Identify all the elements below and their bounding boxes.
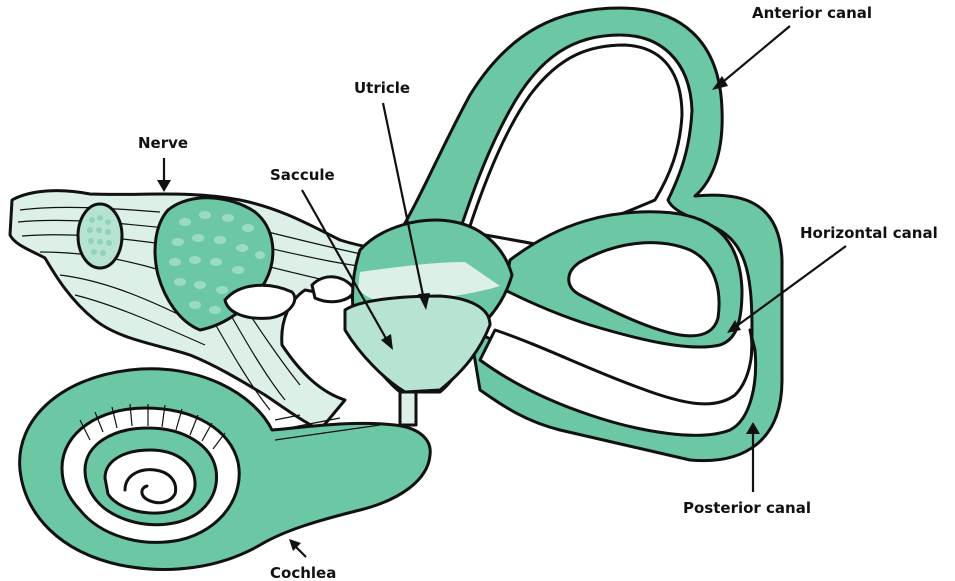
endolymphatic-duct <box>400 392 416 425</box>
svg-text:Posterior canal: Posterior canal <box>683 499 811 517</box>
svg-text:Horizontal canal: Horizontal canal <box>800 224 938 242</box>
svg-text:Utricle: Utricle <box>354 79 410 97</box>
label-nerve: Nerve <box>138 134 188 192</box>
svg-text:Saccule: Saccule <box>270 166 335 184</box>
nerve-cross-section <box>78 204 122 268</box>
nerve-loop-left <box>225 285 295 318</box>
arrow-anterior-canal <box>718 26 790 86</box>
label-anterior-canal: Anterior canal <box>712 4 872 90</box>
saccule <box>345 296 490 392</box>
svg-text:Nerve: Nerve <box>138 134 188 152</box>
arrowhead-nerve <box>157 180 171 192</box>
svg-text:Cochlea: Cochlea <box>270 564 336 581</box>
svg-text:Anterior canal: Anterior canal <box>752 4 872 22</box>
cochlea-spiral-inner <box>105 450 195 513</box>
label-cochlea: Cochlea <box>270 539 336 581</box>
